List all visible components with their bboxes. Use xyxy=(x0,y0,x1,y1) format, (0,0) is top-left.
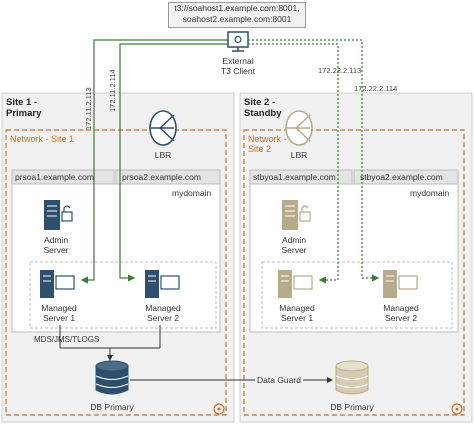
ip-site2-b: 172.22.2.114 xyxy=(354,84,398,93)
site1-ms1-label-line1: Managed xyxy=(41,303,77,313)
site1-storage-links xyxy=(59,325,161,361)
site1-db-label: DB Primary xyxy=(90,402,134,412)
site1-title: Site 1 - Primary xyxy=(6,97,41,119)
site2-ms1-label: Managed Server 1 xyxy=(272,303,322,323)
site2-domain-label: mydomain xyxy=(410,188,450,198)
site2-host1-label: stbyoa1.example.com xyxy=(253,172,336,182)
client-label: External T3 Client xyxy=(212,56,264,76)
t3-url-line2: soahost2.example.com:8001 xyxy=(182,14,292,24)
site2-ms1-label-line2: Server 1 xyxy=(280,313,314,323)
site1-host2-label: prsoa2.example.com xyxy=(122,172,201,182)
site2-title-line1: Site 2 - xyxy=(244,97,276,108)
ip-site1-a: 172.11.2.113 xyxy=(84,87,93,130)
site2-admin-label-line2: Server xyxy=(281,245,307,255)
site1-domain-box xyxy=(11,183,221,333)
site2-host2-label: stbyoa2.example.com xyxy=(360,172,443,182)
client-monitor-icon xyxy=(227,31,249,52)
site2-db-icon xyxy=(335,360,369,395)
site1-storage-label: MDS/JMS/TLOGS xyxy=(34,335,100,344)
site2-admin-label-line1: Admin xyxy=(281,235,307,245)
site2-admin-server-icon xyxy=(282,200,311,230)
site1-domain-label: mydomain xyxy=(172,188,212,198)
site1-host1-label: prsoa1.example.com xyxy=(15,172,94,182)
site2-cluster-box xyxy=(261,261,453,329)
site1-ms1-label: Managed Server 1 xyxy=(34,303,84,323)
site2-network-label: Network - Site 2 xyxy=(248,134,287,154)
ip-site1-b: 172.11.2.114 xyxy=(108,69,117,112)
site1-managed-server1-icon xyxy=(40,270,75,298)
site1-ms2-label-line2: Server 2 xyxy=(146,313,180,323)
client-label-line1: External xyxy=(222,56,254,66)
site1-title-line2: Primary xyxy=(6,108,42,119)
site2-ms2-label: Managed Server 2 xyxy=(376,303,426,323)
site2-lbr-icon xyxy=(285,110,313,146)
site2-admin-label: Admin Server xyxy=(274,235,314,255)
ip-site2-a: 172.22.2.113 xyxy=(318,66,362,75)
site2-title-line2: Standby xyxy=(244,108,282,119)
site1-client-links xyxy=(80,39,228,284)
site1-lbr-icon xyxy=(149,110,177,146)
site1-lbr-label: LBR xyxy=(154,150,172,160)
site1-admin-label-line2: Server xyxy=(43,245,69,255)
t3-url-line1: t3://soahost1.example.com:8001, xyxy=(174,3,300,13)
site2-lbr-label: LBR xyxy=(290,150,308,160)
site1-admin-label: Admin Server xyxy=(36,235,76,255)
t3-url-box: t3://soahost1.example.com:8001, soahost2… xyxy=(168,2,306,28)
site2-db-label: DB Primary xyxy=(330,402,374,412)
site1-managed-server2-icon xyxy=(145,270,180,298)
site1-db-icon xyxy=(95,360,129,395)
site2-ms2-label-line1: Managed xyxy=(383,303,419,313)
site1-ms2-label-line1: Managed xyxy=(145,303,181,313)
client-label-line2: T3 Client xyxy=(220,66,255,76)
site2-managed-server1-icon xyxy=(278,270,313,298)
site1-cluster-box xyxy=(29,261,217,329)
site2-network-border xyxy=(243,129,465,416)
site2-title: Site 2 - Standby xyxy=(244,97,281,119)
site1-admin-label-line1: Admin xyxy=(43,235,69,245)
site1-network-border xyxy=(5,129,227,416)
site1-ms1-label-line2: Server 1 xyxy=(42,313,76,323)
site1-network-icon xyxy=(213,403,225,415)
site2-network-icon xyxy=(451,403,463,415)
site1-network-label: Network - Site 1 xyxy=(10,134,75,144)
site2-managed-server2-icon xyxy=(383,270,418,298)
site1-title-line1: Site 1 - xyxy=(6,97,38,108)
site1-ms2-label: Managed Server 2 xyxy=(138,303,188,323)
data-guard-label: Data Guard xyxy=(255,375,303,385)
site2-ms1-label-line1: Managed xyxy=(279,303,315,313)
site1-admin-server-icon xyxy=(44,200,73,230)
site2-network-label-line2: Site 2 xyxy=(248,144,272,154)
site2-client-links xyxy=(248,39,380,284)
site2-ms2-label-line2: Server 2 xyxy=(384,313,418,323)
site2-network-label-line1: Network - xyxy=(248,134,287,144)
